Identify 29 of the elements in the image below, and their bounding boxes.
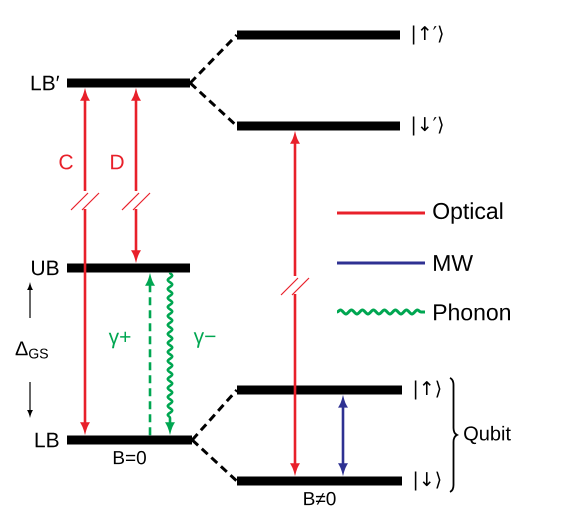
node-label: LB <box>36 432 58 448</box>
dashed-line <box>191 389 238 441</box>
node-label: LB′ <box>32 76 60 90</box>
legend-label: MW <box>434 255 473 271</box>
energy-level: LB <box>36 432 192 448</box>
qubit-label: Qubit <box>464 426 511 444</box>
node-label: |↑′⟩ <box>412 26 443 44</box>
dashed-line <box>191 438 238 482</box>
node-label: |↓′⟩ <box>412 116 443 136</box>
legend-label: Optical <box>433 202 502 224</box>
energy-level: |↓′⟩ <box>237 116 443 136</box>
energy-level: LB′ <box>32 76 190 90</box>
node-label: UB <box>32 260 58 276</box>
node-label: |↑⟩ <box>414 380 440 400</box>
edge-label: D <box>111 154 124 170</box>
edge-label: C <box>60 154 73 170</box>
legend-label: Phonon <box>434 304 510 320</box>
edge-label: γ+ <box>108 332 130 348</box>
energy-level: |↑′⟩ <box>237 26 443 44</box>
energy-level: |↓⟩ <box>237 472 440 490</box>
energy-level: |↑⟩ <box>237 380 440 400</box>
dashed-line <box>189 82 238 128</box>
level-caption: B=0 <box>114 450 146 464</box>
energy-level: UB <box>32 260 190 276</box>
level-caption: B≠0 <box>304 492 336 506</box>
dashed-line <box>189 34 238 84</box>
edge-label: γ− <box>194 332 216 348</box>
energy-gap-label: Δ$_{GS}$ <box>16 342 48 358</box>
node-label: |↓⟩ <box>414 471 440 490</box>
